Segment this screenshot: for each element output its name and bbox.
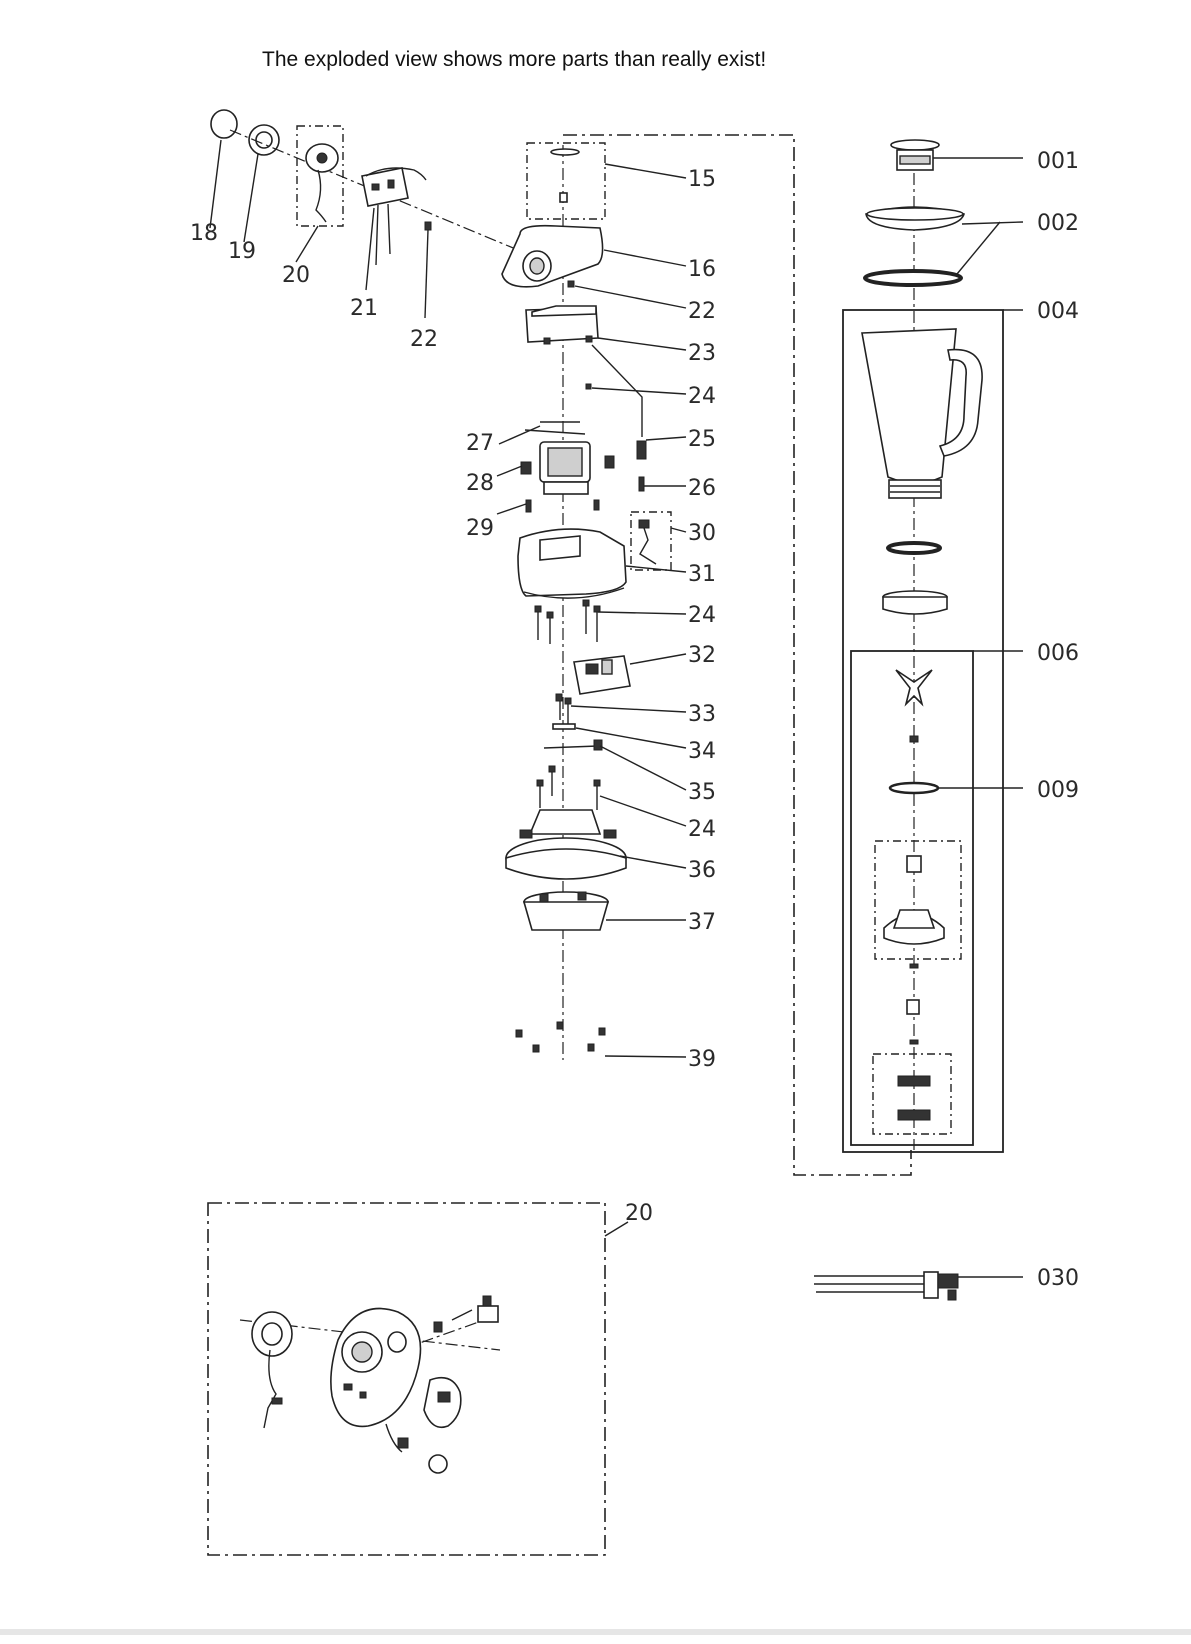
label-32: 32 [688,643,716,668]
label-31: 31 [688,562,716,587]
power-cord-part [814,1271,959,1301]
part30-box [630,511,672,571]
label-21: 21 [350,296,378,321]
motor-cover-part [525,305,599,345]
label-24-mid: 24 [688,603,716,628]
jar-part [861,328,983,499]
label-22-center: 22 [688,299,716,324]
blade-assembly-box [850,650,974,1146]
label-25: 25 [688,427,716,452]
knob-assembly [210,109,531,266]
label-030: 030 [1037,1266,1079,1291]
label-27: 27 [466,431,494,456]
label-39: 39 [688,1047,716,1072]
lid-cap-part [890,139,940,171]
label-15: 15 [688,167,716,192]
control-board-part [573,655,631,695]
ring-009-part [888,781,940,795]
label-24-top: 24 [688,384,716,409]
label-20-top: 20 [282,263,310,288]
label-24-low: 24 [688,817,716,842]
label-37: 37 [688,910,716,935]
jar-assembly-box [842,309,1004,1153]
diagram-caption: The exploded view shows more parts than … [262,48,766,71]
label-19: 19 [228,239,256,264]
label-36: 36 [688,858,716,883]
label-22-left: 22 [410,327,438,352]
label-28: 28 [466,471,494,496]
label-20-detail: 20 [625,1201,653,1226]
label-30: 30 [688,521,716,546]
label-26: 26 [688,476,716,501]
blade-part [895,669,933,707]
label-18: 18 [190,221,218,246]
label-009: 009 [1037,778,1079,803]
label-004: 004 [1037,299,1079,324]
label-29: 29 [466,516,494,541]
bearing-box [874,840,962,960]
part20-box [296,125,344,227]
label-002: 002 [1037,211,1079,236]
base-part [505,809,627,880]
detail-20-box [207,1202,606,1556]
knob-part [210,109,238,139]
main-housing-part [517,528,627,599]
label-33: 33 [688,702,716,727]
part15-box [526,142,606,220]
screws-group [534,599,601,644]
feet-part [515,1021,606,1053]
label-006: 006 [1037,641,1079,666]
label-35: 35 [688,780,716,805]
label-23: 23 [688,341,716,366]
label-001: 001 [1037,149,1079,174]
motor-part [520,421,615,513]
label-34: 34 [688,739,716,764]
drive-coupling-part [522,891,610,931]
top-housing-part [501,224,604,288]
lid-part [863,206,965,287]
detail-20-parts [239,1295,501,1474]
jar-base-ring-part [882,590,948,615]
label-16: 16 [688,257,716,282]
coupling-box [872,1053,952,1135]
